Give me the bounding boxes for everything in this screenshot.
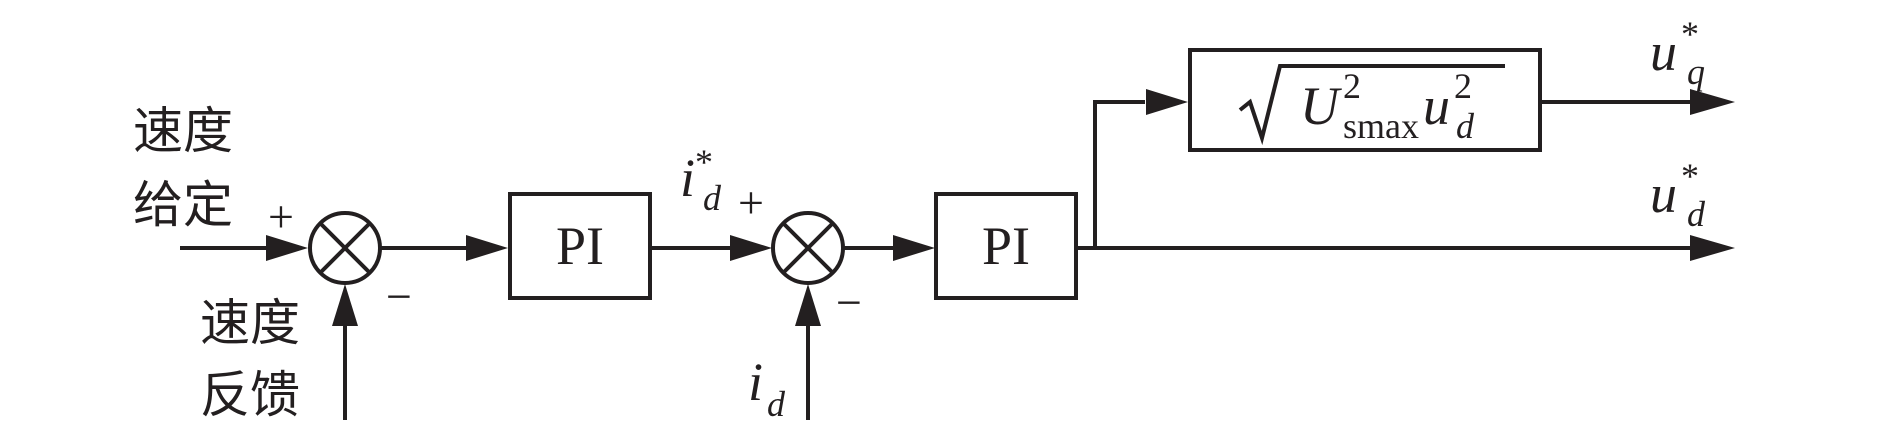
arrow-into-junction-1 [266, 235, 308, 261]
speed-reference-label-line1: 速度 [133, 102, 233, 160]
junction-2-minus-sign: − [836, 277, 862, 328]
summing-junction-2 [771, 211, 845, 285]
sqrt-expression: U 2 smax u 2 d [1300, 66, 1476, 146]
pi-block-speed: PI [508, 192, 652, 300]
uq-ref-label: u * q [1650, 14, 1705, 92]
arrow-into-pi-2 [893, 235, 935, 261]
speed-feedback-label-line2: 反馈 [200, 366, 300, 424]
arrow-into-pi-1 [466, 235, 508, 261]
arrow-feedback-into-junction-1 [332, 284, 358, 326]
arrow-into-sqrt-block [1146, 89, 1188, 115]
junction-1-minus-sign: − [386, 271, 412, 322]
junction-2-plus-sign: + [738, 177, 764, 228]
speed-reference-label-line2: 给定 [133, 176, 233, 234]
arrow-uq-output [1690, 89, 1735, 115]
arrow-feedback-into-junction-2 [795, 284, 821, 326]
summing-junction-1 [308, 211, 382, 285]
id-ref-label: i * d [680, 142, 722, 218]
id-feedback-label: i d [748, 352, 786, 424]
pi-block-current: PI [934, 192, 1078, 300]
ud-ref-label: u * d [1650, 156, 1706, 234]
pi-speed-label: PI [556, 216, 604, 276]
arrow-ud-output [1690, 235, 1735, 261]
speed-feedback-label-line1: 速度 [200, 294, 300, 352]
junction-1-plus-sign: + [268, 191, 294, 242]
branch-to-sqrt-line [1093, 100, 1145, 248]
sqrt-radical-icon [1238, 64, 1505, 146]
sqrt-block: U 2 smax u 2 d [1188, 48, 1542, 152]
arrow-into-junction-2 [730, 235, 772, 261]
pi-current-label: PI [982, 216, 1030, 276]
signal-lines [180, 100, 1690, 420]
arrowheads [266, 89, 1735, 326]
